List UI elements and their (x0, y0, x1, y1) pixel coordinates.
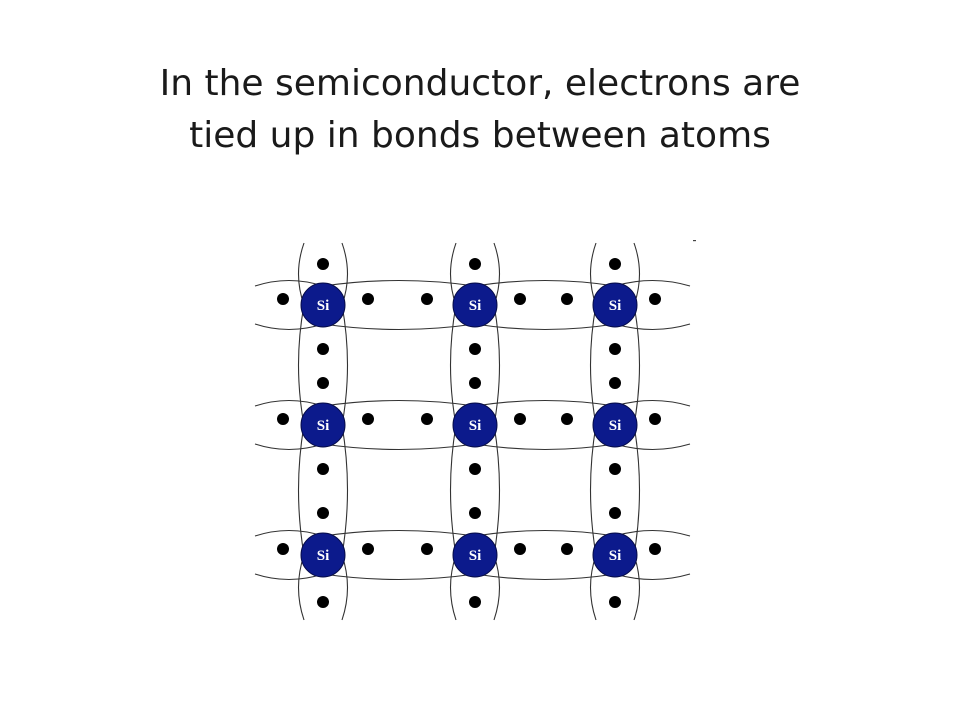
electron-dot (609, 507, 621, 519)
electron-dot (421, 543, 433, 555)
title-line-2: tied up in bonds between atoms (189, 115, 771, 156)
electron-dot (649, 413, 661, 425)
atom-label: Si (317, 418, 330, 434)
electron-dot (469, 463, 481, 475)
silicon-atom: Si (300, 402, 346, 448)
atom-circle (592, 402, 638, 448)
atom-circle (300, 282, 346, 328)
electron-dot (469, 507, 481, 519)
electron-dot (514, 543, 526, 555)
atom-circle (452, 532, 498, 578)
electron-dot (609, 596, 621, 608)
atom-label: Si (317, 548, 330, 564)
electron-dot (609, 377, 621, 389)
slide-title: In the semiconductor, electrons are tied… (0, 58, 960, 162)
atom-circle (592, 532, 638, 578)
electron-dot (561, 293, 573, 305)
electron-dot (277, 543, 289, 555)
silicon-atom: Si (592, 402, 638, 448)
electron-dot (362, 413, 374, 425)
atom-circle (300, 532, 346, 578)
atom-label: Si (609, 298, 622, 314)
electron-dot (561, 543, 573, 555)
electron-dot (469, 258, 481, 270)
atom-label: Si (469, 548, 482, 564)
silicon-atom: Si (452, 402, 498, 448)
electron-dot (317, 377, 329, 389)
electron-dot (362, 543, 374, 555)
silicon-atom: Si (452, 532, 498, 578)
electron-dot (609, 463, 621, 475)
electron-dot (277, 413, 289, 425)
electron-dot (317, 258, 329, 270)
atom-circle (592, 282, 638, 328)
atom-label: Si (469, 298, 482, 314)
electron-dot (609, 258, 621, 270)
electron-dot (561, 413, 573, 425)
electron-dot (469, 377, 481, 389)
title-line-1: In the semiconductor, electrons are (159, 63, 801, 104)
atom-circle (300, 402, 346, 448)
electron-dot (421, 413, 433, 425)
electron-dot (317, 343, 329, 355)
electron-dot (649, 293, 661, 305)
electron-dot (277, 293, 289, 305)
electron-dot (514, 413, 526, 425)
electron-dot (317, 463, 329, 475)
electron-dot (649, 543, 661, 555)
stray-mark (693, 240, 696, 242)
atom-label: Si (609, 418, 622, 434)
electron-dots (277, 258, 661, 608)
electron-dot (362, 293, 374, 305)
silicon-atom: Si (452, 282, 498, 328)
silicon-atom: Si (300, 282, 346, 328)
atom-label: Si (317, 298, 330, 314)
silicon-atom: Si (592, 532, 638, 578)
atom-label: Si (609, 548, 622, 564)
atom-circle (452, 282, 498, 328)
atom-circle (452, 402, 498, 448)
electron-dot (469, 596, 481, 608)
atom-label: Si (469, 418, 482, 434)
electron-dot (469, 343, 481, 355)
electron-dot (609, 343, 621, 355)
silicon-atom: Si (592, 282, 638, 328)
electron-dot (421, 293, 433, 305)
electron-dot (317, 596, 329, 608)
electron-dot (514, 293, 526, 305)
electron-dot (317, 507, 329, 519)
silicon-atom: Si (300, 532, 346, 578)
